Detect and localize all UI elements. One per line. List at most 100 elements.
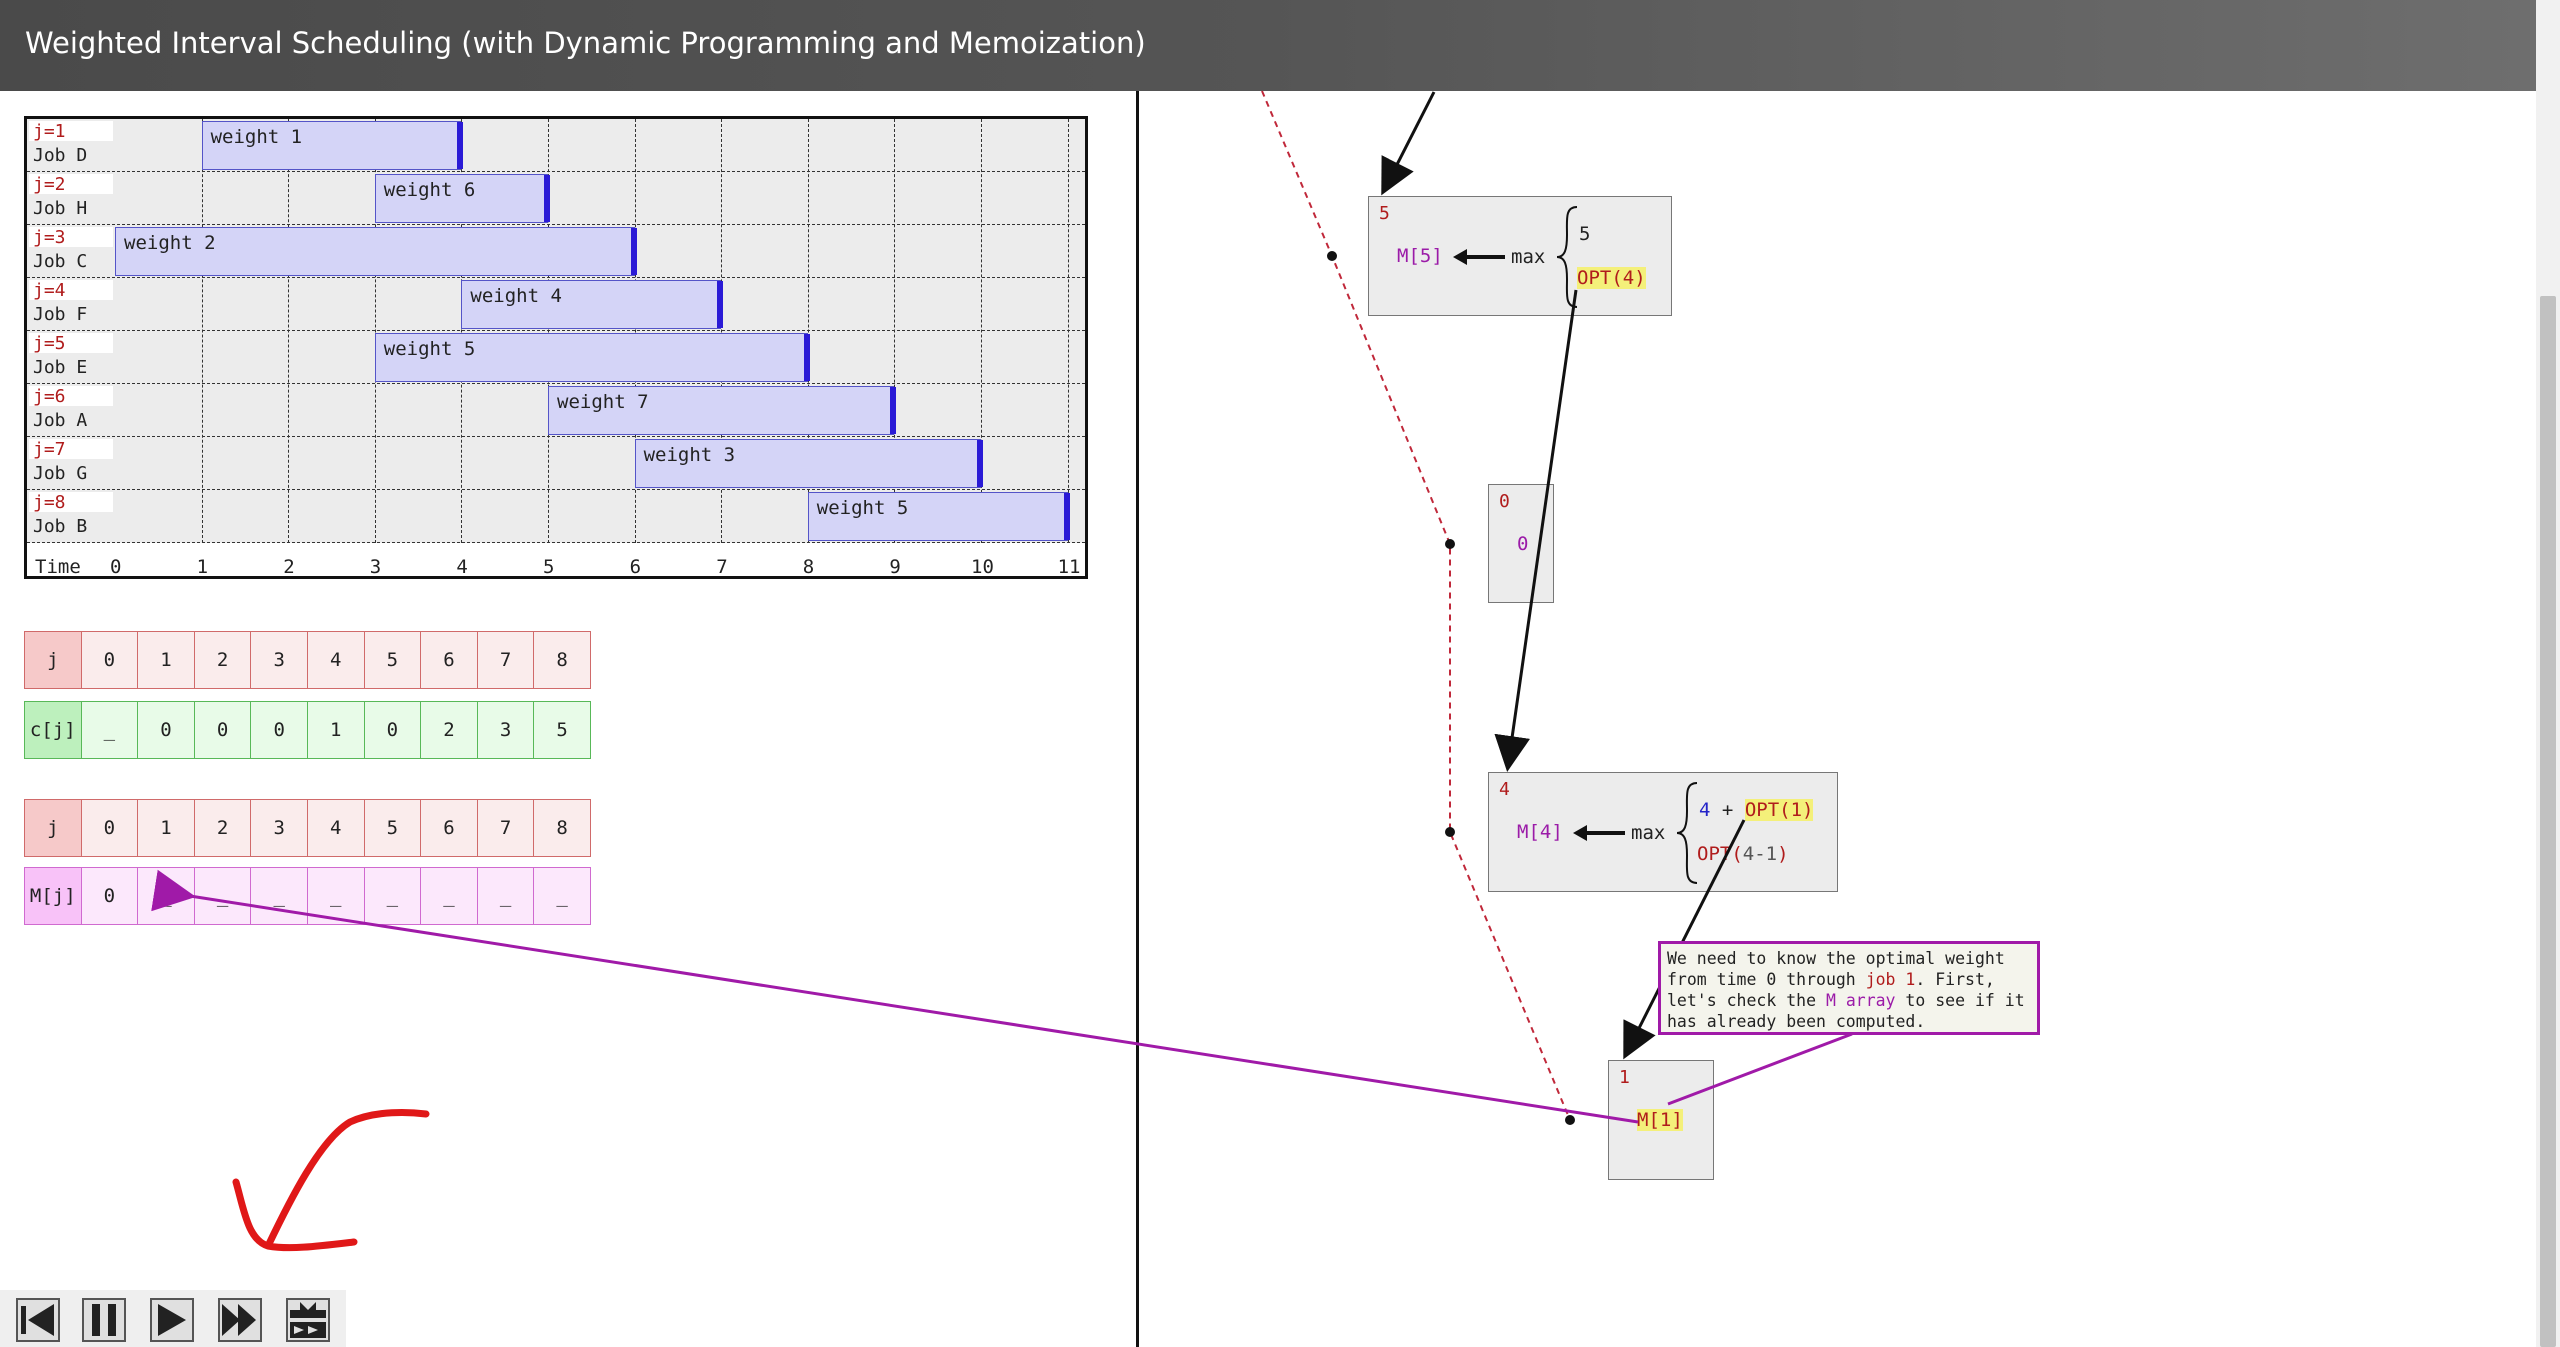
m-table-head-cell: 1 xyxy=(137,799,195,857)
m-table-head-cell: 5 xyxy=(363,799,422,857)
node-index: 0 xyxy=(1499,491,1510,512)
play-icon[interactable] xyxy=(150,1298,194,1342)
max-label: max xyxy=(1631,822,1666,844)
job-interval-bar: weight 1 xyxy=(201,121,464,170)
interval-end-marker xyxy=(890,387,897,434)
job-name: Job G xyxy=(33,463,88,484)
c-table-value-cell: 1 xyxy=(306,701,365,759)
panel-divider xyxy=(1136,91,1139,1347)
grid-line xyxy=(1067,119,1069,543)
scrollbar-thumb[interactable] xyxy=(2540,296,2556,1347)
m-table-value-cell: _ xyxy=(476,867,535,925)
call-arrow xyxy=(1623,819,1746,1060)
opt-call-prefix: OPT( xyxy=(1697,843,1743,865)
tree-node-dot xyxy=(1445,539,1455,549)
job-name: Job D xyxy=(33,145,88,166)
callout-pointer xyxy=(1667,1032,1853,1106)
node-index: 4 xyxy=(1499,779,1510,800)
row-index-box xyxy=(29,174,113,194)
node-index: 5 xyxy=(1379,203,1390,224)
c-table-head-cell: 5 xyxy=(363,631,422,689)
row-index: j=3 xyxy=(33,227,66,248)
m-table-head-cell: 6 xyxy=(420,799,478,857)
rewind-all-icon[interactable] xyxy=(286,1298,330,1342)
m-table-value-cell: _ xyxy=(420,867,478,925)
job-name: Job F xyxy=(33,304,88,325)
grid-line xyxy=(374,119,376,543)
option-value: 5 xyxy=(1579,223,1591,245)
m-table-head-cell: 4 xyxy=(306,799,365,857)
grid-line xyxy=(27,542,1085,543)
time-axis-label: Time xyxy=(35,556,81,578)
grid-line xyxy=(548,119,549,543)
row-index-box xyxy=(29,492,113,512)
m-table-value-cell: _ xyxy=(533,867,591,925)
row-index-box xyxy=(29,121,113,141)
c-table-value-cell: 5 xyxy=(533,701,591,759)
grid-line xyxy=(201,119,203,543)
interval-end-marker xyxy=(976,440,983,487)
left-arrow-icon xyxy=(1453,249,1505,265)
recursion-node-4: 4 M[4] max 4 + OPT(1) OPT(4-1) xyxy=(1488,772,1838,892)
weight-label: weight 7 xyxy=(557,391,649,413)
callout-text: We need to know the optimal weight from … xyxy=(1667,949,2005,989)
time-tick-label: 7 xyxy=(716,556,728,578)
job-name: Job E xyxy=(33,357,88,378)
time-tick-label: 1 xyxy=(196,556,209,578)
skip-forward-icon[interactable] xyxy=(218,1298,262,1342)
brace-icon xyxy=(1556,206,1578,308)
tree-node-dot xyxy=(1445,827,1455,837)
grid-line xyxy=(894,119,896,543)
grid-line xyxy=(721,119,723,543)
c-table-head-cell: 7 xyxy=(476,631,535,689)
grid-line xyxy=(807,119,809,543)
c-table-head-cell: 2 xyxy=(193,631,252,689)
step-back-icon[interactable] xyxy=(16,1298,60,1342)
vertical-scrollbar[interactable] xyxy=(2536,0,2560,1347)
page-title: Weighted Interval Scheduling (with Dynam… xyxy=(25,26,1146,60)
job-name: Job H xyxy=(33,198,88,219)
c-table-value-cell: _ xyxy=(80,701,139,759)
call-arrow xyxy=(1381,91,1436,196)
grid-line xyxy=(288,119,290,543)
time-tick-label: 10 xyxy=(971,556,994,578)
time-tick-label: 0 xyxy=(110,556,122,578)
job-name: Job B xyxy=(33,516,88,537)
time-tick-label: 2 xyxy=(283,556,295,578)
grid-line xyxy=(634,119,636,543)
time-tick-label: 9 xyxy=(889,556,901,578)
call-arrow xyxy=(1494,289,1578,772)
node-value: 0 xyxy=(1517,533,1529,555)
memo-lookup-arrow xyxy=(151,869,1639,1124)
time-tick-label: 6 xyxy=(629,556,642,578)
memo-reference: M[5] xyxy=(1397,245,1443,267)
m-table-value-cell: _ xyxy=(250,867,308,925)
pause-icon[interactable] xyxy=(82,1298,126,1342)
row-index: j=7 xyxy=(33,439,66,460)
opt-call-label: OPT(4) xyxy=(1577,267,1646,289)
c-table-value-cell: 0 xyxy=(193,701,252,759)
c-table-head-cell: 8 xyxy=(533,631,591,689)
callout-array-ref: M array xyxy=(1825,991,1896,1010)
interval-end-marker xyxy=(1063,493,1070,540)
row-index: j=4 xyxy=(33,280,66,301)
grid-line xyxy=(27,489,1085,490)
job-interval-bar: weight 6 xyxy=(374,174,550,223)
time-tick-label: 3 xyxy=(369,556,382,578)
c-table-row-label: c[j] xyxy=(24,701,82,759)
weight-label: weight 5 xyxy=(816,497,909,519)
max-label: max xyxy=(1511,246,1546,268)
time-tick-label: 4 xyxy=(456,556,468,578)
recursion-node-0: 0 0 xyxy=(1488,484,1554,603)
row-index: j=8 xyxy=(33,492,66,513)
row-index-box xyxy=(29,280,113,300)
callout-text: to see if it has already been computed. xyxy=(1667,991,2025,1031)
c-table-header-row: j 0 1 2 3 4 5 6 7 8 xyxy=(24,631,591,689)
weight-label: weight 4 xyxy=(470,285,562,307)
